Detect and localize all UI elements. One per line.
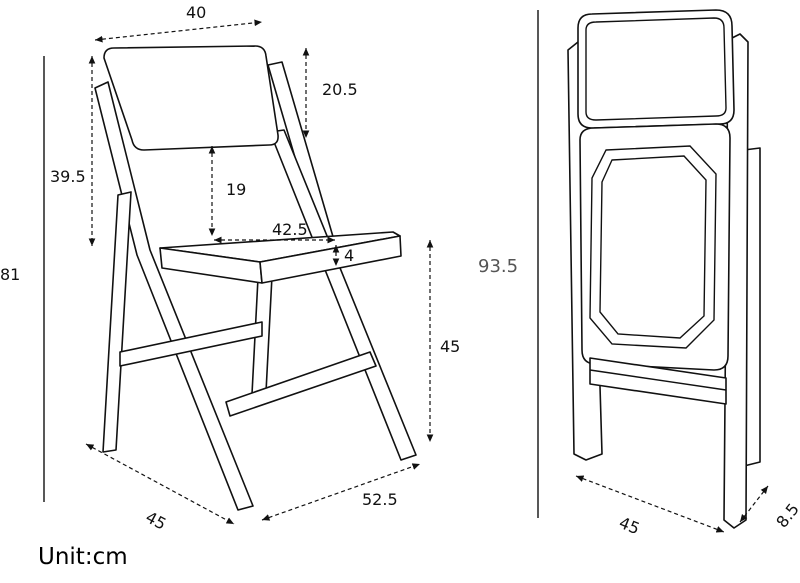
folded-stretcher bbox=[589, 357, 727, 405]
stretcher-upper bbox=[119, 321, 263, 367]
folded-stretcher-edge bbox=[589, 369, 727, 391]
label-back-width: 40 bbox=[186, 3, 206, 22]
dim-line-folded-depth bbox=[739, 485, 769, 523]
folded-chair-drawing bbox=[567, 9, 761, 529]
dim-line-back-width bbox=[94, 19, 263, 43]
dim-line-folded-width bbox=[575, 475, 725, 533]
label-base-depth: 52.5 bbox=[362, 490, 398, 509]
front-leg-right bbox=[269, 129, 417, 461]
folded-seat-opening-inner bbox=[599, 155, 707, 339]
stretcher-lower bbox=[225, 351, 377, 417]
unit-label: Unit:cm bbox=[38, 544, 128, 570]
front-dimension-lines bbox=[43, 19, 434, 525]
folded-backrest bbox=[577, 9, 735, 129]
label-seat-depth: 42.5 bbox=[272, 220, 308, 239]
folded-seat-opening-outer bbox=[589, 145, 717, 349]
backrest bbox=[103, 45, 279, 151]
label-folded-depth: 8.5 bbox=[772, 500, 800, 532]
label-total-height: 81 bbox=[0, 265, 20, 284]
label-seat-height: 45 bbox=[440, 337, 460, 356]
label-backrest-height: 20.5 bbox=[322, 80, 358, 99]
label-seat-thickness: 4 bbox=[344, 246, 354, 265]
seat-side bbox=[259, 235, 402, 284]
dim-line-base-width bbox=[85, 443, 235, 525]
label-base-width: 45 bbox=[142, 507, 169, 533]
label-folded-width: 45 bbox=[616, 513, 642, 538]
front-leg-left bbox=[94, 81, 254, 511]
folded-seat-panel bbox=[579, 123, 731, 371]
front-dimension-labels: 40 20.5 39.5 19 42.5 4 45 81 45 52.5 bbox=[0, 3, 460, 534]
label-back-to-seat: 39.5 bbox=[50, 167, 86, 186]
unfolded-chair-drawing bbox=[94, 45, 417, 511]
folded-backrest-inner bbox=[585, 17, 727, 121]
folded-dimension-lines bbox=[537, 10, 769, 533]
rear-leg-left bbox=[102, 191, 132, 453]
label-back-bottom-to-seat: 19 bbox=[226, 180, 246, 199]
label-folded-height: 93.5 bbox=[478, 256, 518, 277]
